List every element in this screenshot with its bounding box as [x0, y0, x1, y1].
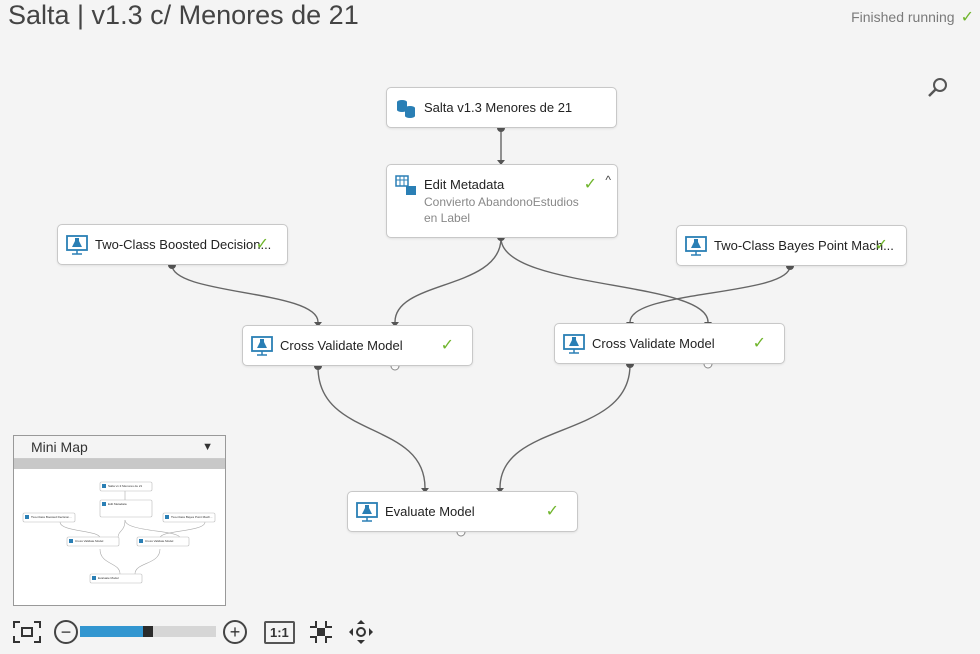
mini-map-header[interactable]: Mini Map ▼	[14, 436, 225, 459]
mini-map-label: Evaluate Model	[98, 576, 119, 580]
collapse-caret-icon[interactable]: ^	[605, 173, 611, 187]
mini-map-title: Mini Map	[31, 439, 88, 455]
module-label: Two-Class Boosted Decision...	[95, 237, 272, 252]
module-dataset[interactable]: Salta v1.3 Menores de 21	[386, 87, 617, 128]
checkmark-icon: ✓	[752, 335, 766, 352]
module-evaluate-model[interactable]: Evaluate Model ✓	[347, 491, 578, 532]
zoom-in-button[interactable]: +	[223, 620, 247, 644]
mini-map-divider	[14, 459, 225, 469]
mini-map-label: Two-Class Boosted Decision...	[31, 515, 72, 519]
actual-size-button[interactable]: 1:1	[264, 621, 295, 644]
module-label: Evaluate Model	[385, 504, 475, 519]
checkmark-icon: ✓	[874, 237, 888, 254]
center-icon[interactable]	[308, 619, 334, 645]
zoom-out-button[interactable]: −	[54, 620, 78, 644]
pan-icon[interactable]	[348, 619, 374, 645]
module-cross-validate-left[interactable]: Cross Validate Model ✓	[242, 325, 473, 366]
status-text: Finished running	[851, 9, 955, 25]
module-comment: Convierto AbandonoEstudios en Label	[424, 195, 579, 225]
metadata-icon	[395, 175, 416, 195]
search-icon[interactable]	[926, 76, 950, 100]
checkmark-icon: ✓	[583, 176, 597, 193]
zoom-slider-fill	[80, 626, 143, 637]
mini-map-label: Two-Class Bayes Point Mach...	[171, 515, 213, 519]
module-label: Two-Class Bayes Point Mach...	[714, 238, 894, 253]
module-label: Cross Validate Model	[280, 338, 403, 353]
checkmark-icon: ✓	[960, 9, 974, 26]
model-icon	[356, 502, 378, 522]
mini-map-label: Cross Validate Model	[75, 539, 104, 543]
zoom-slider-thumb[interactable]	[143, 626, 153, 637]
fit-to-screen-icon[interactable]	[12, 620, 42, 644]
module-cross-validate-right[interactable]: Cross Validate Model ✓	[554, 323, 785, 364]
mini-map-label: Salta v1.3 Menores de 21	[108, 484, 143, 488]
module-label: Edit Metadata	[424, 177, 505, 192]
model-icon	[251, 336, 273, 356]
module-two-class-boosted[interactable]: Two-Class Boosted Decision... ✓	[57, 224, 288, 265]
mini-map-canvas[interactable]: Salta v1.3 Menores de 21 Edit Metadata T…	[15, 470, 224, 604]
model-icon	[563, 334, 585, 354]
checkmark-icon: ✓	[440, 337, 454, 354]
chevron-down-icon[interactable]: ▼	[202, 441, 213, 453]
experiment-title: Salta | v1.3 c/ Menores de 21	[8, 0, 359, 30]
module-edit-metadata[interactable]: Edit Metadata ✓ ^ Convierto AbandonoEstu…	[386, 164, 618, 238]
mini-map-label: Edit Metadata	[108, 502, 127, 506]
mini-map-label: Cross Validate Model	[145, 539, 174, 543]
module-two-class-bayes[interactable]: Two-Class Bayes Point Mach... ✓	[676, 225, 907, 266]
module-label: Salta v1.3 Menores de 21	[424, 100, 573, 115]
dataset-icon	[397, 100, 415, 118]
checkmark-icon: ✓	[545, 503, 559, 520]
run-status: Finished running ✓	[851, 7, 974, 27]
module-label: Cross Validate Model	[592, 336, 715, 351]
zoom-slider[interactable]	[80, 626, 216, 637]
checkmark-icon: ✓	[255, 236, 269, 253]
model-icon	[685, 236, 707, 256]
model-icon	[66, 235, 88, 255]
mini-map[interactable]: Mini Map ▼	[13, 435, 226, 606]
